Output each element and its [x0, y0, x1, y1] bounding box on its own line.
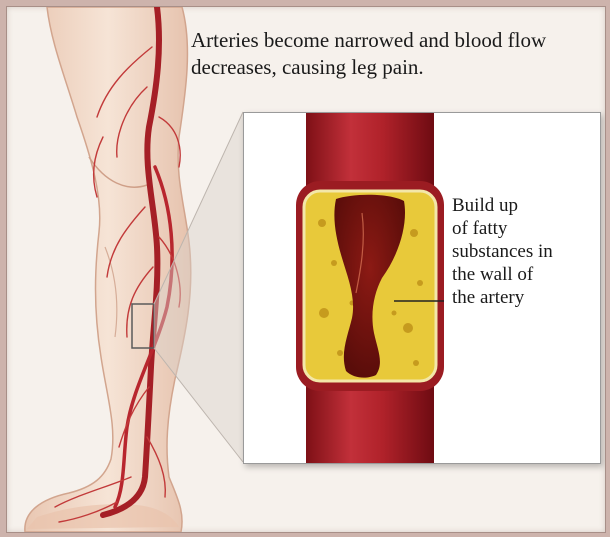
annotation-line-4: the wall of	[452, 263, 553, 286]
annotation-line-1: Build up	[452, 194, 553, 217]
illustration-frame: Arteries become narrowed and blood flow …	[6, 6, 606, 533]
caption-line-1: Arteries become narrowed and blood flow	[191, 27, 606, 54]
caption-line-2: decreases, causing leg pain.	[191, 54, 606, 81]
annotation-line-2: of fatty	[452, 217, 553, 240]
annotation-line-5: the artery	[452, 286, 553, 309]
caption: Arteries become narrowed and blood flow …	[191, 27, 606, 81]
annotation-line-3: substances in	[452, 240, 553, 263]
plaque-annotation: Build up of fatty substances in the wall…	[452, 194, 553, 309]
